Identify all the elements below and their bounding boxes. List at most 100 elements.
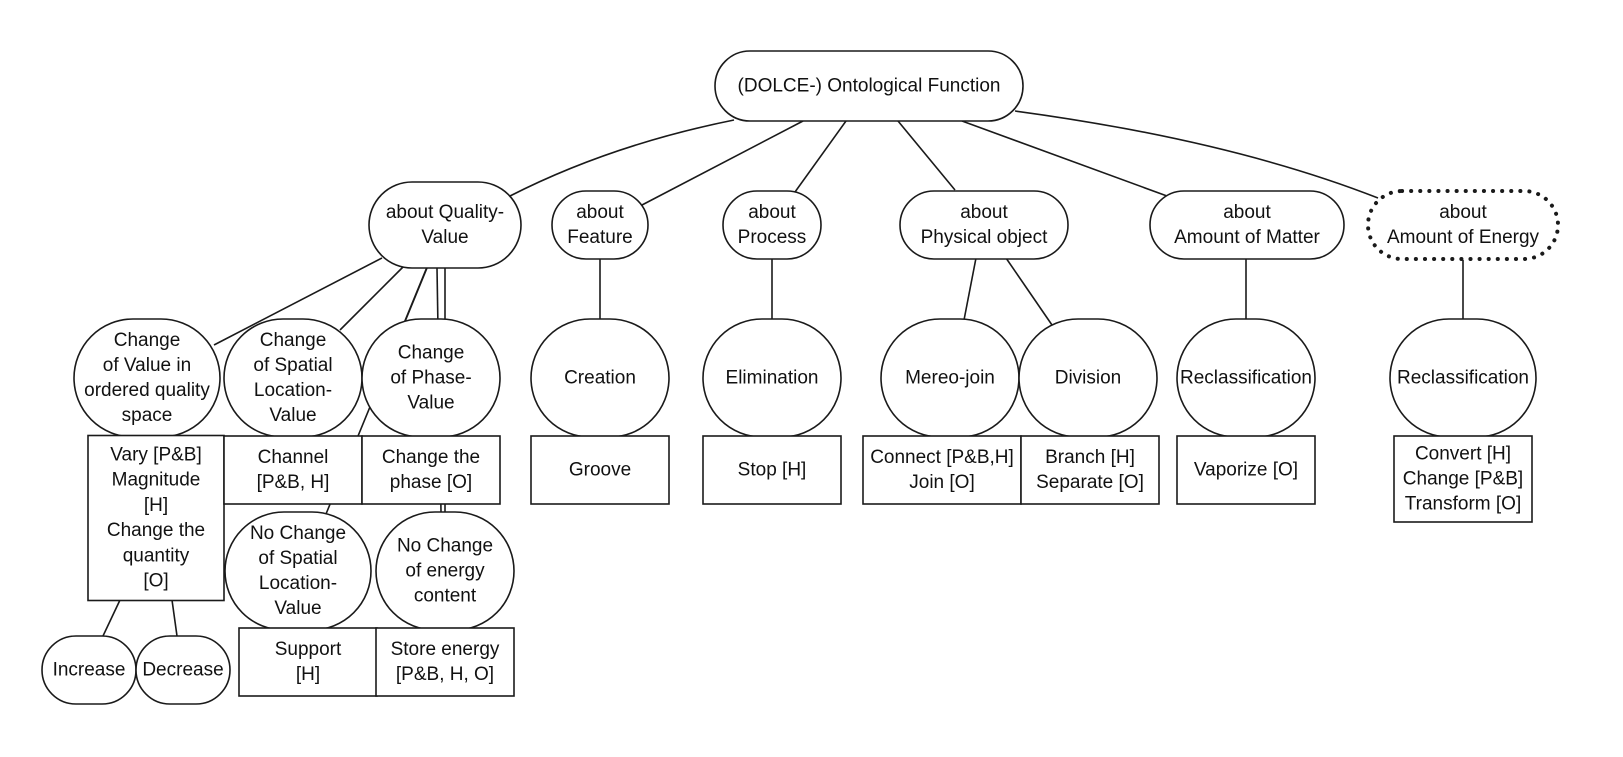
edge-quality-change-spatial [339,265,405,331]
edge-root-energy [1014,110,1379,199]
terms-reclass-energy-shape [1393,435,1533,523]
terms-change-spatial-shape [223,435,363,505]
terms-elimination-shape [702,435,842,505]
terms-division: Branch [H] Separate [O] [1020,435,1160,505]
category-amount-energy-text: about [1439,202,1487,223]
function-elimination: Elimination [702,318,842,438]
function-division-text: Division [1055,368,1122,389]
edge-root-matter [961,120,1168,197]
category-amount-matter-text: Amount of Matter [1174,227,1320,248]
terms-change-phase-shape [361,435,501,505]
function-change-spatial-text: of Spatial [253,355,332,376]
function-change-spatial-text: Value [269,405,316,426]
category-process-shape [722,190,822,260]
edge-root-physical [897,120,956,191]
terms-reclass-matter-text: Vaporize [O] [1194,460,1298,481]
function-reclass-energy: Reclassification [1389,318,1537,438]
terms-reclass-matter-shape [1176,435,1316,505]
terms-elimination: Stop [H] [702,435,842,505]
category-feature-shape [551,190,649,260]
edge-terms-decrease [171,599,178,637]
function-no-change-energy-text: content [414,586,477,607]
category-process-text: Process [738,227,807,248]
function-change-spatial-text: Location- [254,380,332,401]
function-creation: Creation [530,318,670,438]
category-feature-text: Feature [567,227,632,248]
category-feature-text: about [576,202,624,223]
terms-creation-text: Groove [569,460,631,481]
function-change-phase-text: Value [407,393,454,414]
edge-physical-division [1005,257,1053,326]
terms-reclass-matter: Vaporize [O] [1176,435,1316,505]
terms-no-change-energy-text: [P&B, H, O] [396,664,494,685]
terms-change-spatial-text: Channel [258,447,329,468]
category-amount-energy-shape [1366,189,1560,261]
category-physical-object-text: Physical object [921,227,1048,248]
function-decrease-text: Decrease [142,660,223,681]
function-creation-text: Creation [564,368,636,389]
category-quality-value-shape [368,181,522,269]
category-process-text: about [748,202,796,223]
terms-change-ordered-text: [O] [143,571,168,592]
function-reclass-matter: Reclassification [1176,318,1316,438]
function-reclass-matter-text: Reclassification [1180,368,1312,389]
category-physical-object-text: about [960,202,1008,223]
function-reclass-energy-text: Reclassification [1397,368,1529,389]
function-change-phase-text: of Phase- [390,368,471,389]
function-increase-text: Increase [53,660,126,681]
terms-change-phase-text: phase [O] [390,472,472,493]
terms-mereo-join-text: Connect [P&B,H] [870,447,1014,468]
category-physical-object-shape [899,190,1069,260]
terms-reclass-energy-text: Transform [O] [1405,494,1521,515]
edge-root-quality [509,119,735,197]
terms-mereo-join: Connect [P&B,H] Join [O] [862,435,1022,505]
terms-change-ordered-text: [H] [144,495,168,516]
function-no-change-spatial-text: No Change [250,523,346,544]
terms-change-ordered-shape [87,434,225,602]
terms-change-spatial-text: [P&B, H] [257,472,330,493]
terms-division-text: Separate [O] [1036,472,1144,493]
root-node-text: (DOLCE-) Ontological Function [738,76,1001,97]
terms-no-change-energy-shape [375,627,515,697]
terms-no-change-energy-text: Store energy [391,639,500,660]
terms-change-phase-text: Change the [382,447,480,468]
terms-change-ordered-text: Change the [107,520,205,541]
category-quality-value-text: Value [421,227,468,248]
terms-division-shape [1020,435,1160,505]
terms-creation: Groove [530,435,670,505]
terms-creation-shape [530,435,670,505]
function-change-ordered-text: ordered quality [84,380,210,401]
terms-no-change-spatial: Support [H] [238,627,378,697]
terms-mereo-join-text: Join [O] [909,472,974,493]
function-mereo-join-text: Mereo-join [905,368,995,389]
terms-division-text: Branch [H] [1045,447,1135,468]
terms-no-change-spatial-text: [H] [296,664,320,685]
category-quality-value: about Quality-Value [368,181,522,269]
terms-mereo-join-shape [862,435,1022,505]
terms-change-ordered-text: Vary [P&B] [110,445,202,466]
function-no-change-spatial-text: Location- [259,573,337,594]
function-no-change-energy-text: of energy [405,561,485,582]
terms-reclass-energy-text: Change [P&B] [1403,469,1523,490]
function-mereo-join: Mereo-join [880,318,1020,438]
terms-elimination-text: Stop [H] [738,460,807,481]
terms-change-ordered: Vary [P&B] Magnitude [H] Change the quantity… [87,434,225,602]
terms-change-ordered-text: quantity [123,545,190,566]
terms-change-ordered-text: Magnitude [112,470,201,491]
terms-reclass-energy: Convert [H] Change [P&B] Transform [O] [1393,435,1533,523]
root-node: (DOLCE-) Ontological Function [714,50,1024,122]
function-decrease-shape [135,635,231,705]
terms-no-change-spatial-text: Support [275,639,342,660]
category-amount-energy-text: Amount of Energy [1387,227,1540,248]
terms-reclass-energy-text: Convert [H] [1415,444,1511,465]
function-increase: Increase [41,635,137,705]
root-node-shape [714,50,1024,122]
